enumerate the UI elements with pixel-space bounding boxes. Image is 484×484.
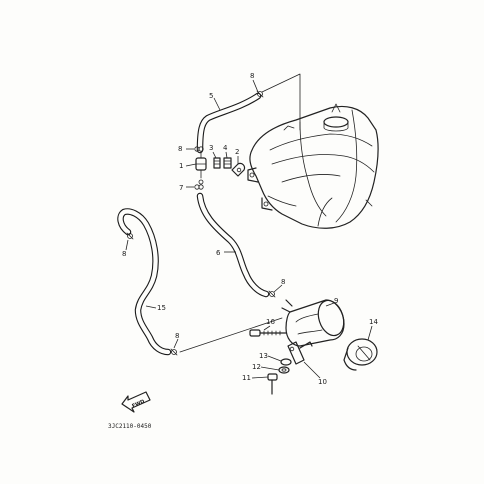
callout-8-lower: 8 — [175, 332, 179, 340]
bolt-11 — [267, 373, 278, 395]
bracket-10 — [287, 341, 313, 365]
fitting-3 — [213, 157, 221, 169]
callout-9: 9 — [334, 297, 338, 305]
callout-15: 15 — [157, 304, 166, 312]
clip-upper — [194, 146, 204, 152]
fuel-tank — [247, 103, 379, 229]
callout-8-top: 8 — [250, 72, 254, 80]
clip-filter — [268, 290, 276, 298]
callout-12: 12 — [252, 363, 261, 371]
callout-3: 3 — [209, 144, 213, 152]
callout-10: 10 — [318, 378, 327, 386]
callout-labels: 8 5 1 3 4 2 8 7 8 6 8 9 15 8 16 14 13 12… — [122, 72, 378, 386]
callout-1: 1 — [179, 162, 183, 170]
forward-label: FWD — [131, 399, 145, 410]
callout-2: 2 — [235, 148, 239, 156]
drain-line — [179, 317, 283, 353]
callout-7: 7 — [179, 184, 183, 192]
callout-8-left: 8 — [122, 250, 126, 258]
vent-hose — [196, 92, 262, 154]
washer-13 — [280, 358, 292, 366]
washer-12 — [278, 366, 290, 374]
callout-11: 11 — [242, 374, 251, 382]
overflow-hose — [117, 208, 172, 356]
callout-6: 6 — [216, 249, 221, 257]
fuel-hose-main — [196, 192, 270, 298]
callout-13: 13 — [259, 352, 268, 360]
callout-5: 5 — [209, 92, 213, 100]
callout-4: 4 — [223, 144, 228, 152]
callout-8-filter: 8 — [281, 278, 285, 286]
fitting-2 — [231, 162, 246, 177]
callout-8-upper: 8 — [178, 145, 182, 153]
vent-line — [261, 73, 301, 131]
callout-14: 14 — [369, 318, 378, 326]
clip-lower — [170, 348, 178, 356]
fuel-cock — [195, 151, 207, 185]
fuel-pump — [281, 299, 345, 347]
leader-lines — [125, 79, 373, 379]
forward-arrow-icon: FWD — [121, 391, 151, 413]
fuel-pump-relay — [343, 338, 378, 371]
callout-16: 16 — [266, 318, 275, 326]
drawing-code: 3JC2110-0450 — [108, 423, 152, 430]
bolt-16 — [249, 329, 287, 337]
clip-left — [126, 232, 134, 240]
fitting-4 — [223, 157, 232, 169]
clip-mid — [194, 184, 204, 190]
